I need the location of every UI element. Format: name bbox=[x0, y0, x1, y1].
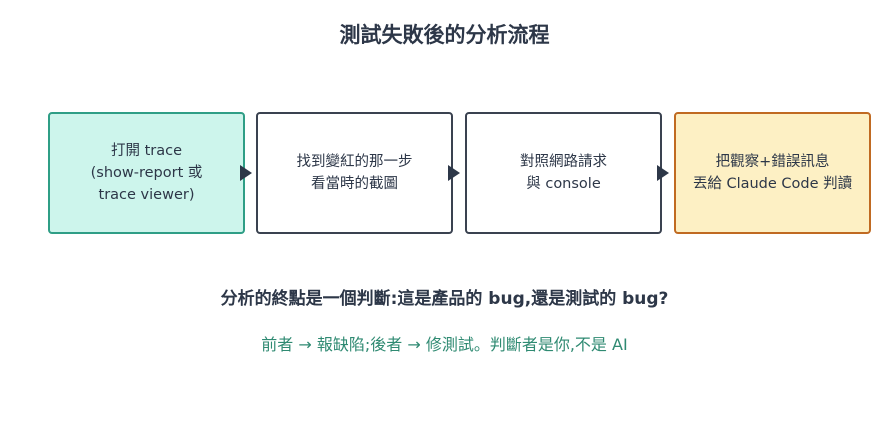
step-1-line-2: (show-report 或 bbox=[90, 165, 203, 181]
flow-diagram: 打開 trace (show-report 或 trace viewer) 找到… bbox=[0, 112, 889, 238]
arrow-icon bbox=[240, 165, 252, 181]
step-send-to-claude: 把觀察+錯誤訊息 丟給 Claude Code 判讀 bbox=[674, 112, 871, 234]
step-4-line-1: 把觀察+錯誤訊息 bbox=[715, 154, 830, 170]
step-4-line-2: 丟給 Claude Code 判讀 bbox=[692, 176, 853, 192]
step-1-line-1: 打開 trace bbox=[110, 143, 183, 159]
step-compare-network: 對照網路請求 與 console bbox=[465, 112, 662, 234]
note-text: 前者 → 報缺陷;後者 → 修測試。判斷者是你,不是 AI bbox=[261, 335, 628, 354]
arrow-icon bbox=[448, 165, 460, 181]
step-1-line-3: trace viewer) bbox=[98, 187, 195, 203]
step-2-line-2: 看當時的截圖 bbox=[311, 176, 398, 192]
diagram-title: 測試失敗後的分析流程 bbox=[339, 23, 550, 47]
conclusion-text: 分析的終點是一個判斷:這是產品的 bug,還是測試的 bug? bbox=[220, 289, 669, 309]
step-find-red-step: 找到變紅的那一步 看當時的截圖 bbox=[256, 112, 453, 234]
step-3-line-2: 與 console bbox=[526, 176, 601, 192]
step-open-trace: 打開 trace (show-report 或 trace viewer) bbox=[48, 112, 245, 234]
step-3-line-1: 對照網路請求 bbox=[520, 154, 607, 170]
step-2-line-1: 找到變紅的那一步 bbox=[296, 154, 413, 170]
arrow-icon bbox=[657, 165, 669, 181]
